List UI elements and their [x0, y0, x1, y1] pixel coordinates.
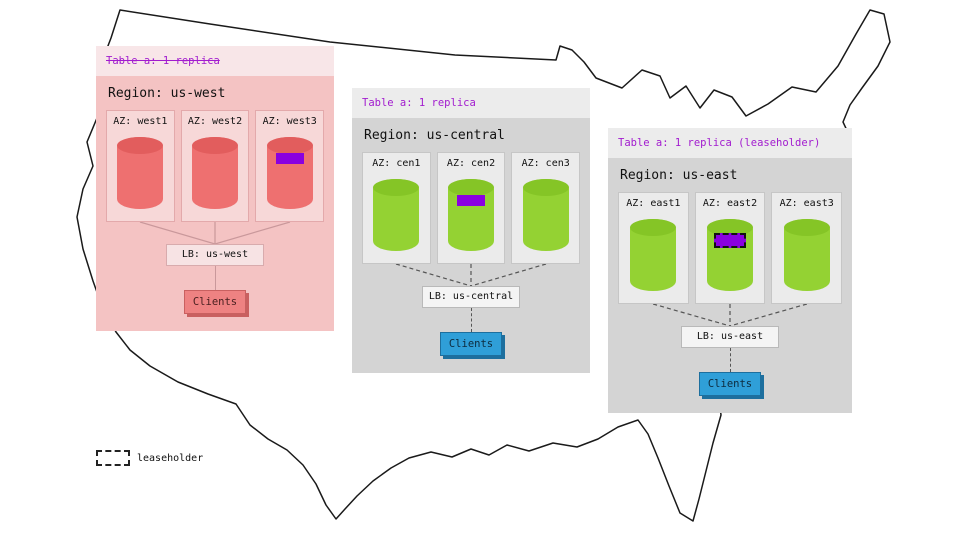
az-box-west3: AZ: west3	[255, 110, 325, 222]
az-row: AZ: west1 AZ: west2 AZ: west3	[106, 110, 325, 222]
az-label: AZ: east1	[626, 198, 681, 209]
database-cylinder	[630, 219, 677, 291]
region-title: Region: us-east	[620, 168, 738, 183]
database-cylinder	[522, 179, 569, 251]
az-box-west2: AZ: west2	[180, 110, 250, 222]
az-label: AZ: west2	[187, 116, 243, 127]
az-lb-connectors	[139, 222, 291, 244]
leaseholder-marker	[714, 233, 746, 248]
az-box-east2: AZ: east2	[694, 192, 766, 304]
database-cylinder	[266, 137, 313, 209]
load-balancer: LB: us-west	[166, 244, 264, 266]
database-cylinder	[192, 137, 238, 209]
az-row: AZ: east1 AZ: east2 AZ: east3	[618, 192, 843, 304]
az-box-cen1: AZ: cen1	[362, 152, 431, 264]
region-panel-us-west: Table a: 1 replica Region: us-west AZ: w…	[96, 46, 334, 331]
az-label: AZ: east2	[702, 198, 758, 209]
database-cylinder	[448, 179, 494, 251]
region-body: Region: us-east AZ: east1 AZ: east2 AZ: …	[608, 158, 852, 413]
az-box-cen2: AZ: cen2	[436, 152, 506, 264]
region-panel-us-east: Table a: 1 replica (leaseholder) Region:…	[608, 128, 852, 413]
az-label: AZ: west3	[262, 116, 317, 127]
table-replica-banner: Table a: 1 replica	[352, 88, 590, 118]
database-cylinder	[783, 219, 830, 291]
az-label: AZ: cen2	[446, 158, 496, 169]
clients-box: Clients	[184, 290, 246, 314]
legend: leaseholder	[96, 450, 203, 466]
clients-box: Clients	[440, 332, 502, 356]
database-cylinder	[707, 219, 753, 291]
az-box-east1: AZ: east1	[618, 192, 689, 304]
az-row: AZ: cen1 AZ: cen2 AZ: cen3	[362, 152, 581, 264]
region-body: Region: us-central AZ: cen1 AZ: cen2 AZ:…	[352, 118, 590, 373]
az-label: AZ: west1	[113, 116, 168, 127]
region-title: Region: us-central	[364, 128, 505, 143]
replica-marker	[275, 153, 304, 164]
az-label: AZ: cen1	[372, 158, 421, 169]
legend-label: leaseholder	[137, 452, 204, 464]
az-lb-connectors	[395, 264, 547, 286]
table-replica-label: Table a: 1 replica (leaseholder)	[618, 137, 821, 149]
leaseholder-swatch-icon	[96, 450, 130, 466]
region-panel-us-central: Table a: 1 replica Region: us-central AZ…	[352, 88, 590, 373]
load-balancer: LB: us-east	[681, 326, 779, 348]
table-replica-label: Table a: 1 replica	[362, 97, 476, 109]
table-replica-banner: Table a: 1 replica (leaseholder)	[608, 128, 852, 158]
database-cylinder	[117, 137, 164, 209]
az-box-west1: AZ: west1	[106, 110, 175, 222]
az-lb-connectors	[652, 304, 808, 326]
region-title: Region: us-west	[108, 86, 226, 101]
region-body: Region: us-west AZ: west1 AZ: west2 AZ: …	[96, 76, 334, 331]
clients-box: Clients	[699, 372, 761, 396]
lb-clients-connector	[470, 308, 472, 332]
database-cylinder	[373, 179, 420, 251]
lb-clients-connector	[729, 348, 731, 372]
az-box-east3: AZ: east3	[771, 192, 843, 304]
az-label: AZ: cen3	[521, 158, 570, 169]
table-replica-banner: Table a: 1 replica	[96, 46, 334, 76]
az-label: AZ: east3	[779, 198, 834, 209]
lb-clients-connector	[214, 266, 216, 290]
az-box-cen3: AZ: cen3	[511, 152, 581, 264]
load-balancer: LB: us-central	[422, 286, 520, 308]
replica-marker	[457, 195, 485, 206]
table-replica-label: Table a: 1 replica	[106, 55, 220, 67]
